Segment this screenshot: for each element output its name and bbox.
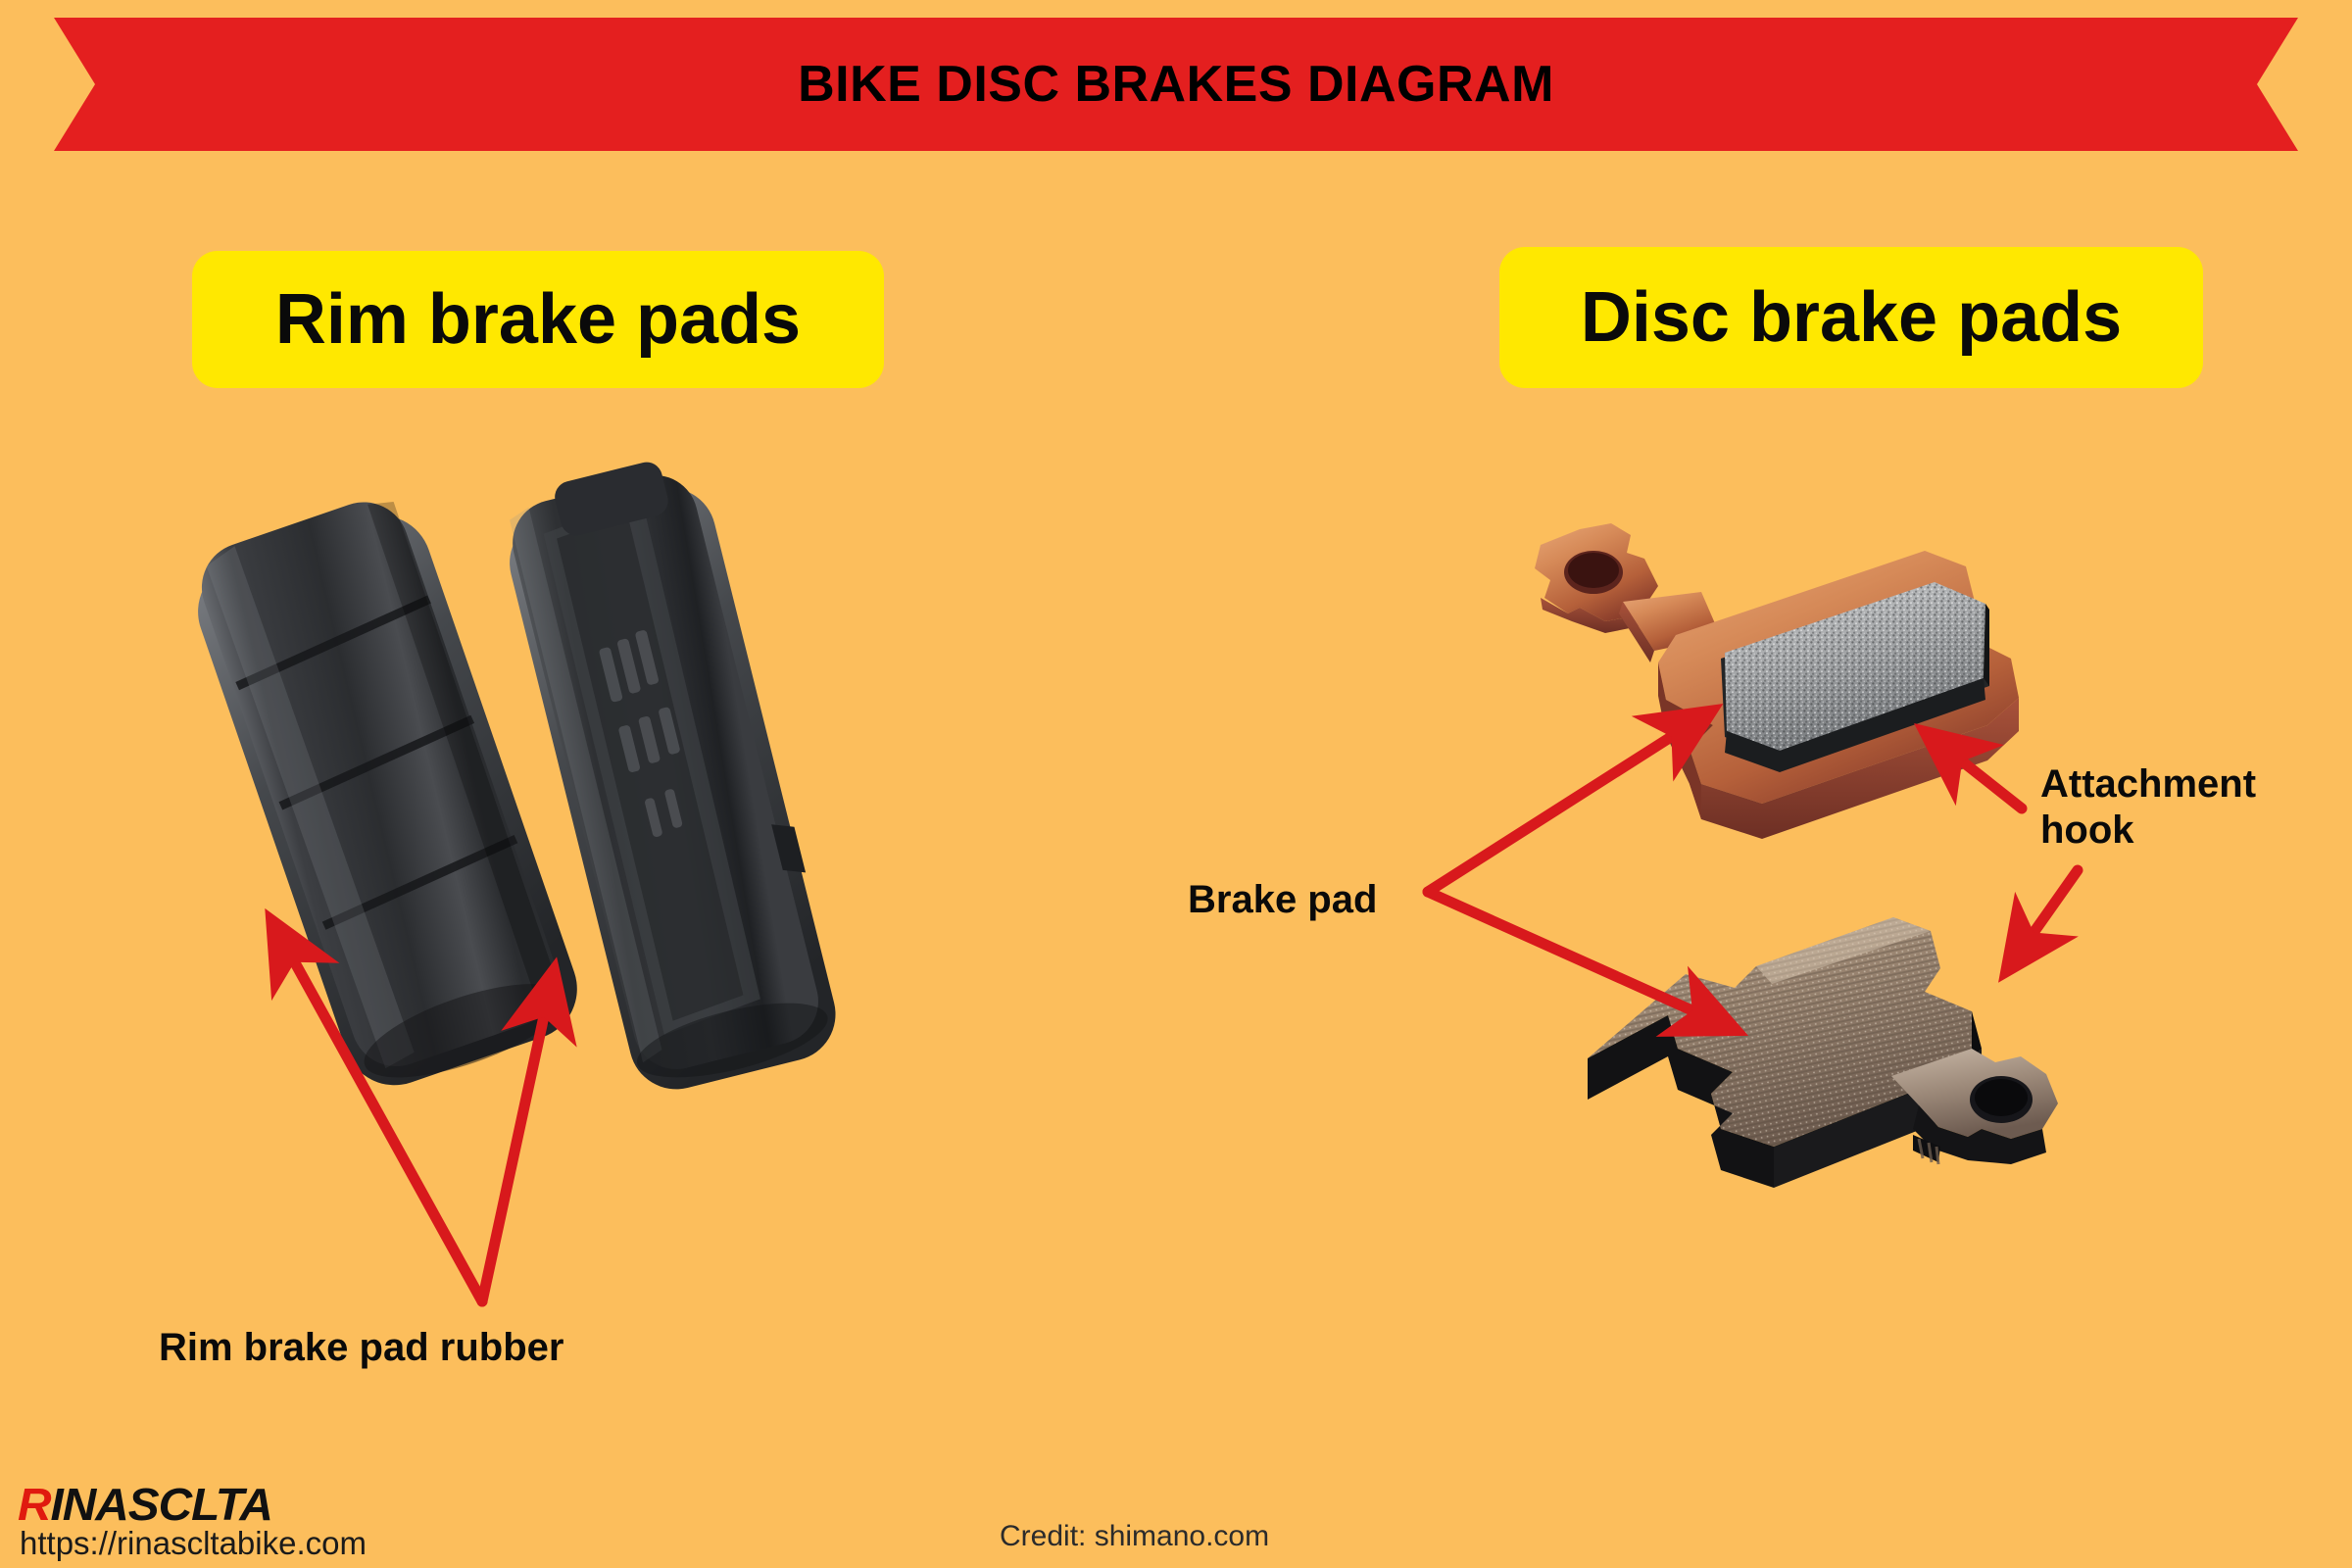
section-label-rim-brake-pads: Rim brake pads bbox=[192, 251, 884, 388]
arrow-brake-pad-lower bbox=[1422, 886, 1749, 1037]
section-label-disc-brake-pads: Disc brake pads bbox=[1499, 247, 2203, 388]
rim-brake-pads-photo bbox=[198, 462, 836, 1090]
disc-brake-pads-photo bbox=[1535, 523, 2058, 1188]
arrow-attachment-hook-upper bbox=[1914, 722, 2028, 814]
arrow-brake-pad-upper bbox=[1422, 703, 1724, 898]
arrow-attachment-hook-lower bbox=[1998, 864, 2083, 983]
callout-label-rim-brake-pad-rubber: Rim brake pad rubber bbox=[159, 1326, 564, 1369]
banner-ribbon-shape bbox=[54, 18, 2298, 151]
arrow-rim-rubber-left bbox=[265, 907, 488, 1307]
image-credit: Credit: shimano.com bbox=[1000, 1520, 1270, 1552]
rinasclta-logo: RINASCLTA bbox=[18, 1478, 273, 1531]
title-banner: BIKE DISC BRAKES DIAGRAM bbox=[0, 18, 2352, 151]
callout-label-attachment-hook: Attachment hook bbox=[2040, 762, 2257, 853]
callout-label-brake-pad: Brake pad bbox=[1188, 878, 1378, 921]
page-title: BIKE DISC BRAKES DIAGRAM bbox=[798, 56, 1554, 113]
logo-wordmark: INASCLTA bbox=[50, 1479, 273, 1530]
arrow-rim-rubber-right bbox=[476, 956, 577, 1307]
logo-accent-letter: R bbox=[18, 1479, 52, 1530]
site-url: https://rinascltabike.com bbox=[20, 1525, 367, 1561]
